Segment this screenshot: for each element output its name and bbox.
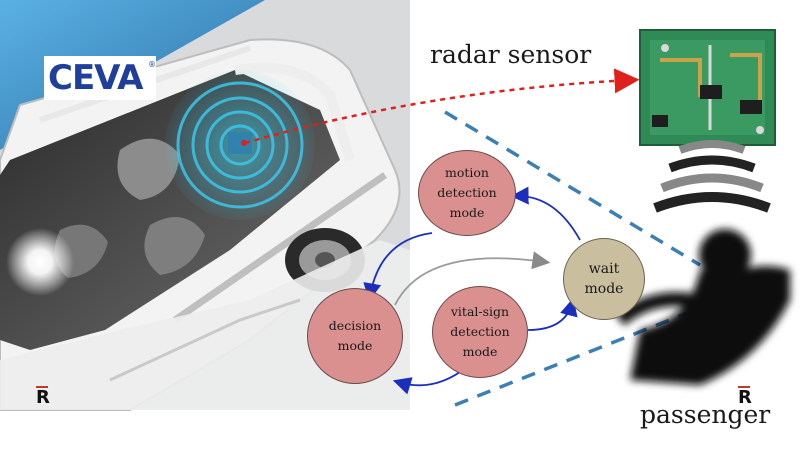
logo-registered-mark: ® bbox=[148, 60, 156, 69]
state-decision: decision mode bbox=[307, 288, 403, 384]
fov-line-upper bbox=[444, 110, 701, 267]
signal-waves-icon bbox=[653, 140, 771, 213]
state-vital-label: vital-sign detection mode bbox=[450, 304, 510, 359]
radar-waves-icon bbox=[165, 70, 315, 220]
passenger-label: passenger bbox=[640, 400, 771, 429]
r-watermark-icon: R bbox=[36, 386, 50, 407]
logo-text: CEVA bbox=[48, 58, 143, 98]
radar-link-arrow bbox=[244, 68, 640, 145]
passenger-silhouette-icon bbox=[615, 229, 790, 385]
ceva-logo: CEVA ® bbox=[44, 56, 156, 100]
radar-sensor-label: radar sensor bbox=[430, 40, 592, 69]
arrow-vital-to-decision bbox=[392, 371, 461, 395]
watermark-text-left: R bbox=[36, 387, 50, 408]
radar-board-icon bbox=[639, 29, 776, 146]
state-vital-sign-detection: vital-sign detection mode bbox=[432, 286, 528, 378]
r-watermark-icon: R bbox=[738, 386, 752, 407]
arrow-wait-to-motion bbox=[510, 186, 581, 241]
state-motion-label: motion detection mode bbox=[437, 165, 497, 220]
state-wait: wait mode bbox=[563, 238, 645, 320]
arrow-motion-to-decision bbox=[363, 232, 433, 302]
arrow-decision-to-wait bbox=[394, 251, 551, 306]
state-wait-label: wait mode bbox=[584, 261, 624, 297]
arrow-vital-to-wait bbox=[527, 297, 578, 331]
state-motion-detection: motion detection mode bbox=[418, 150, 516, 236]
watermark-text-right: R bbox=[738, 387, 752, 408]
state-decision-label: decision mode bbox=[328, 318, 382, 353]
